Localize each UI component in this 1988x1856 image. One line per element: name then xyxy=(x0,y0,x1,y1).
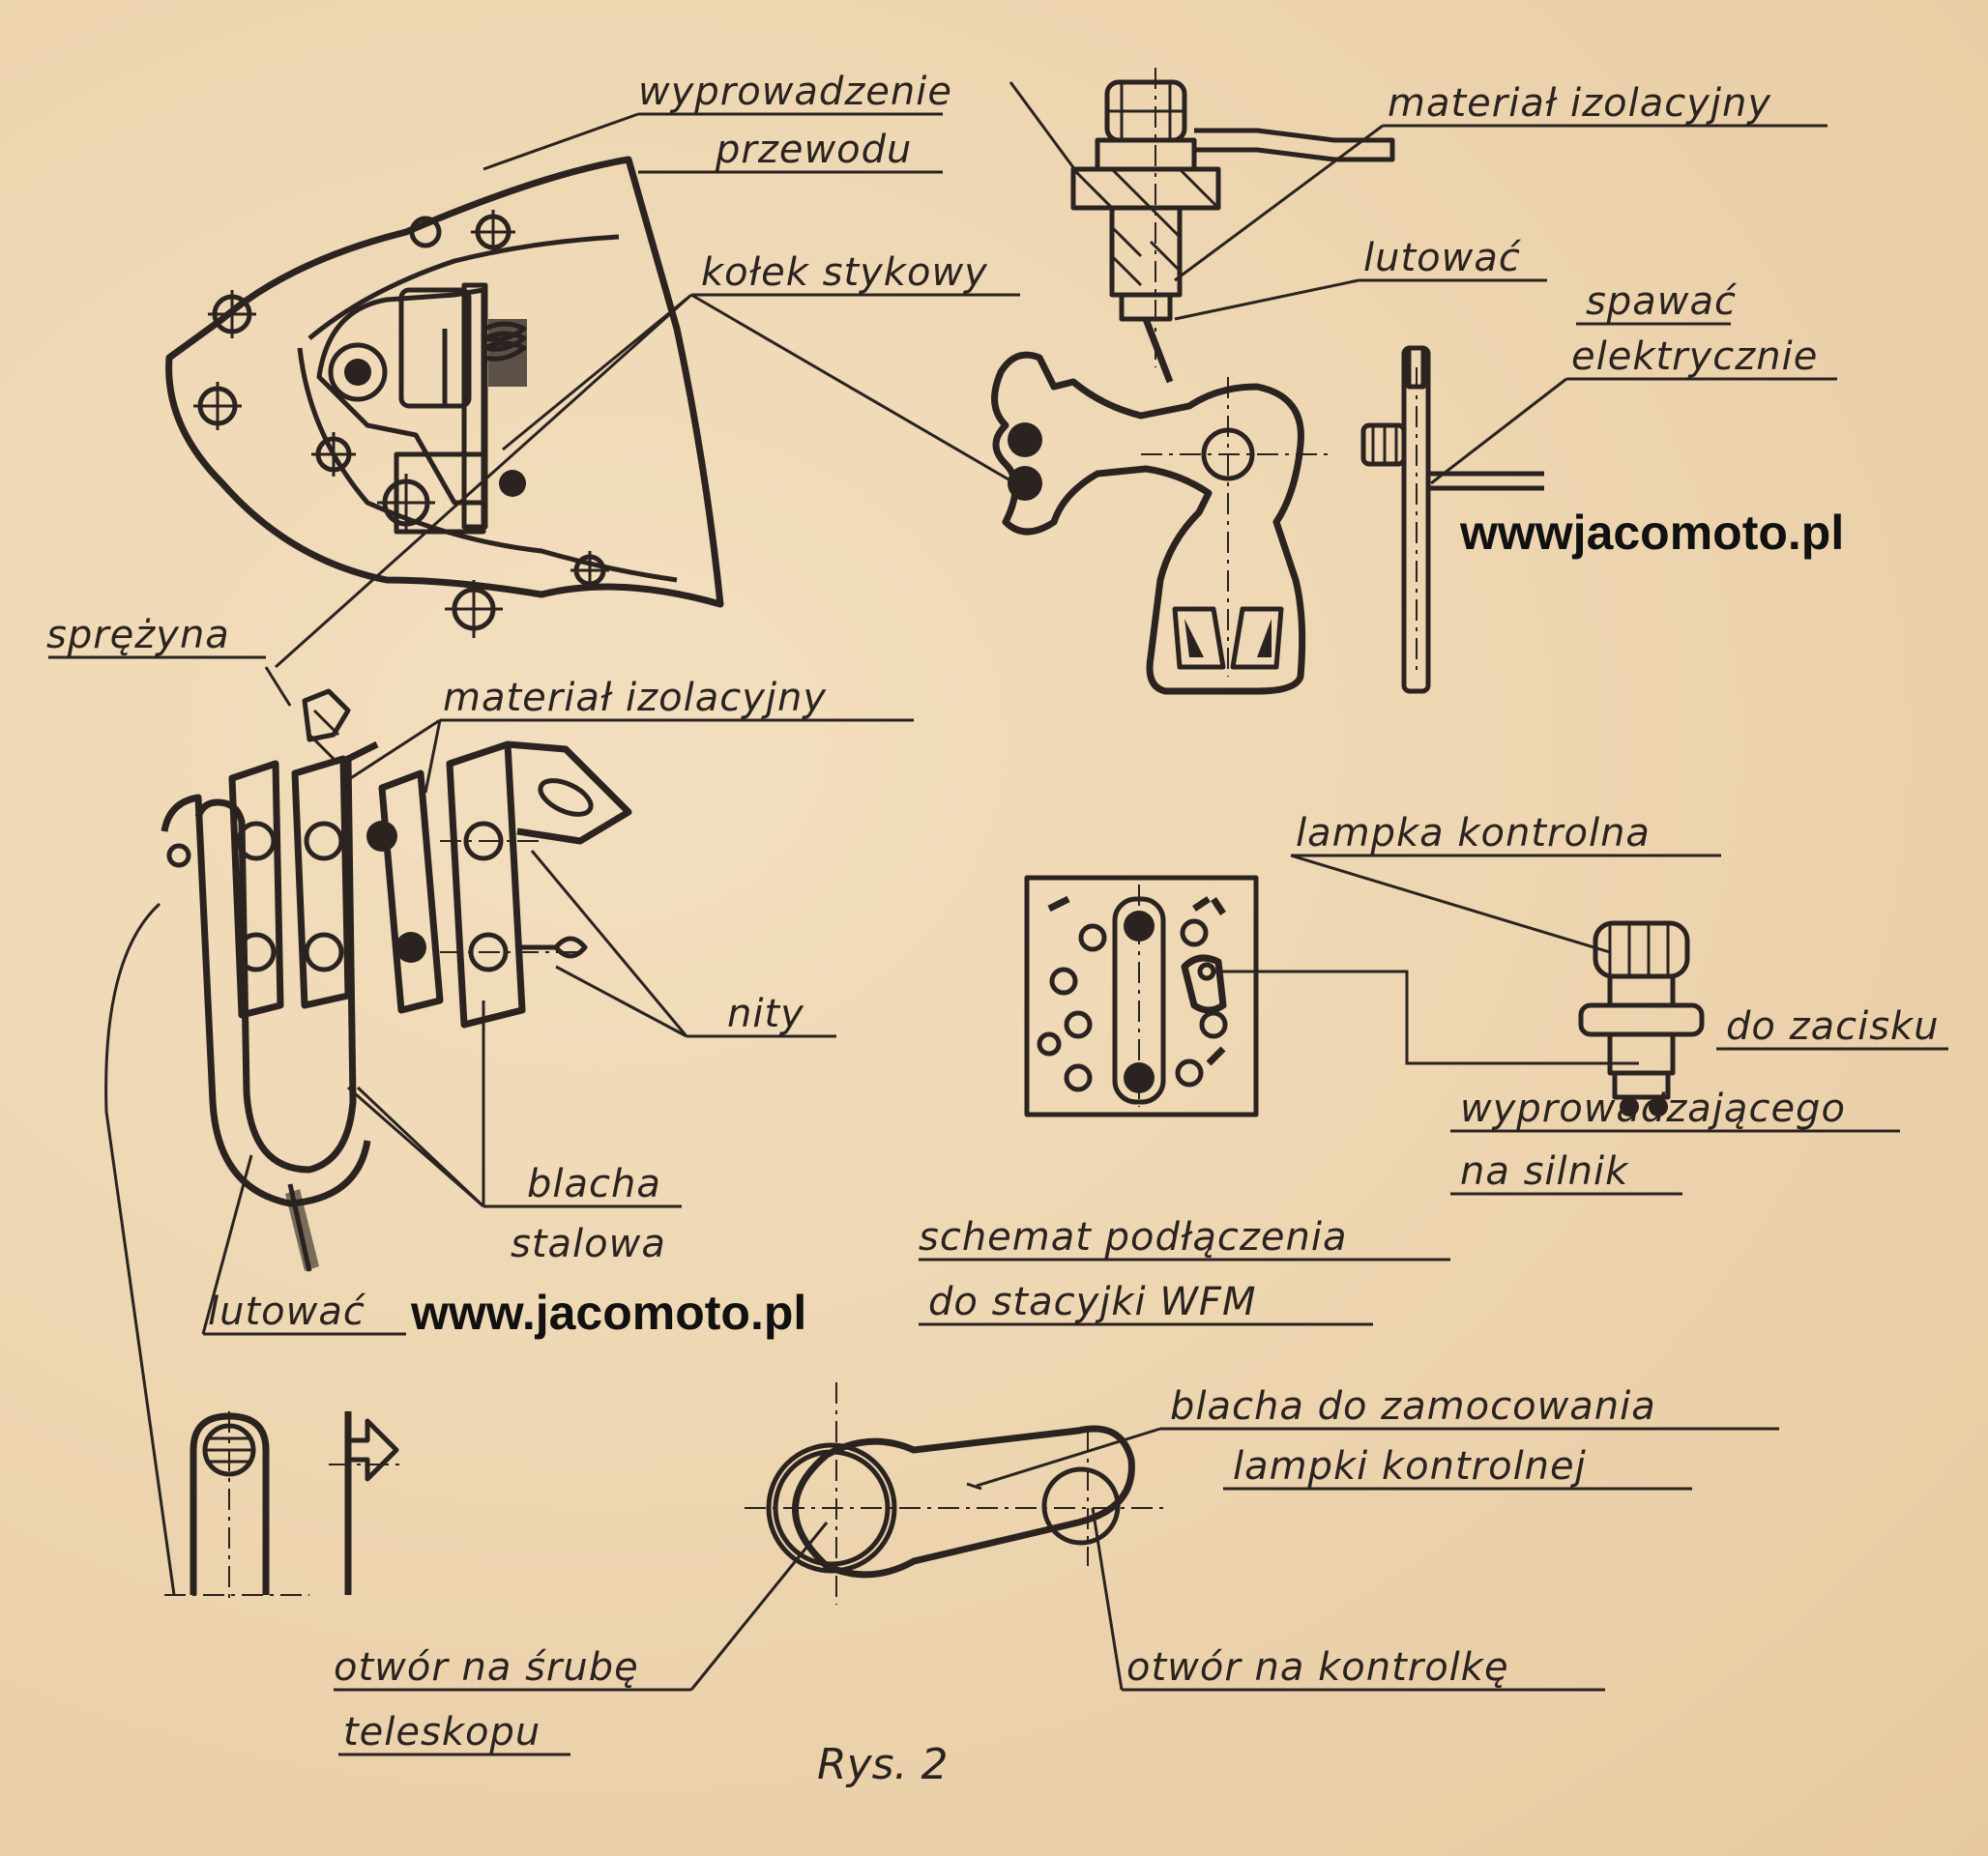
label-wyprowadzajacego-1: wyprowadzającego xyxy=(1460,1087,1846,1131)
label-material-izolacyjny-top: materiał izolacyjny xyxy=(1388,81,1771,126)
watermark-bottom: www.jacomoto.pl xyxy=(410,1286,806,1340)
label-lutowac-bottom: lutować xyxy=(208,1290,366,1334)
side-plate xyxy=(1360,345,1544,694)
label-spawac-1: spawać xyxy=(1586,279,1738,324)
control-lamp xyxy=(1578,920,1705,1116)
mounting-bracket xyxy=(745,1382,1170,1605)
label-wyprowadzenie-2: przewodu xyxy=(715,128,912,172)
label-wyprowadzajacego-2: na silnik xyxy=(1460,1149,1629,1194)
insulated-terminal xyxy=(1070,68,1395,384)
small-detail-views xyxy=(164,1411,406,1605)
label-lampka-kontrolna: lampka kontrolna xyxy=(1296,811,1651,856)
label-kolek-stykowy: kołek stykowy xyxy=(701,250,988,295)
label-otwor-sruba-1: otwór na śrubę xyxy=(334,1645,639,1690)
label-blacha-zamocowania-2: lampki kontrolnej xyxy=(1233,1444,1587,1489)
labels: wyprowadzenie przewodu materiał izolacyj… xyxy=(46,70,1940,1754)
label-blacha-stalowa-2: stalowa xyxy=(511,1222,666,1266)
watermark-top: wwwjacomoto.pl xyxy=(1459,506,1844,560)
label-do-zacisku: do zacisku xyxy=(1726,1004,1940,1049)
label-otwor-kontrolka: otwór na kontrolkę xyxy=(1126,1645,1509,1690)
breaker-assembly xyxy=(165,156,724,638)
label-wyprowadzenie-1: wyprowadzenie xyxy=(638,70,952,114)
label-schemat-2: do stacyjki WFM xyxy=(928,1280,1256,1324)
contact-arm xyxy=(991,351,1334,695)
label-schemat-1: schemat podłączenia xyxy=(919,1215,1348,1260)
leader-lines xyxy=(48,81,1948,1756)
label-otwor-sruba-2: teleskopu xyxy=(343,1710,541,1754)
label-blacha-stalowa-1: blacha xyxy=(527,1162,661,1206)
label-lutowac-top: lutować xyxy=(1363,236,1522,280)
label-material-izolacyjny-mid: materiał izolacyjny xyxy=(443,676,827,720)
label-spawac-2: elektrycznie xyxy=(1571,334,1818,379)
wiring-scheme xyxy=(1024,875,1639,1117)
spring-contact-pack xyxy=(161,688,632,1272)
label-blacha-zamocowania-1: blacha do zamocowania xyxy=(1170,1384,1656,1429)
figure-caption: Rys. 2 xyxy=(817,1740,949,1789)
label-nity: nity xyxy=(727,992,804,1036)
label-sprezyna: sprężyna xyxy=(46,613,230,657)
